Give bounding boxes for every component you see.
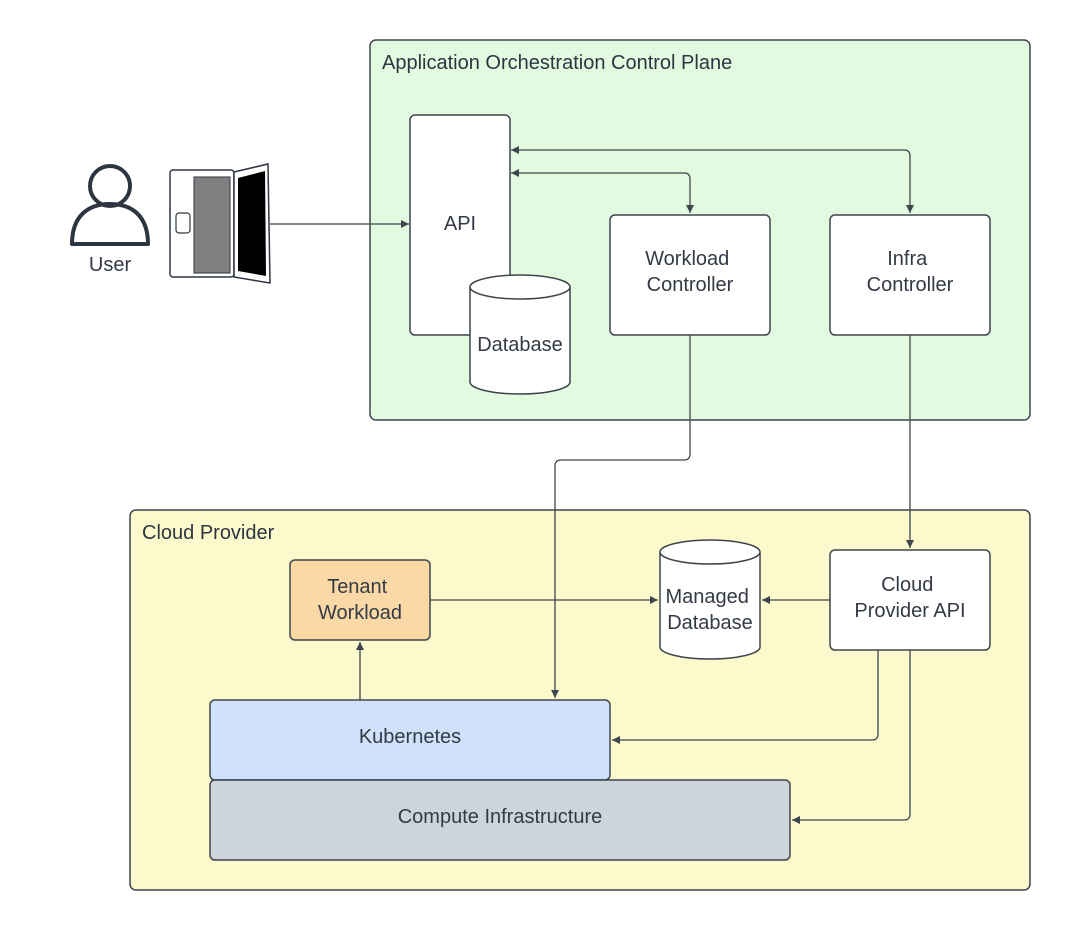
compute-infrastructure-box xyxy=(209,779,791,861)
cloud-api-to-kubernetes-arrow xyxy=(612,650,879,744)
database-cylinder xyxy=(469,274,571,395)
control-plane-title: Application Orchestration Control Plane xyxy=(382,52,732,74)
api-label: API xyxy=(444,213,476,235)
tenant-workload-box xyxy=(289,559,431,641)
user-icon xyxy=(70,164,150,246)
workload-controller-to-kubernetes-arrow xyxy=(551,335,691,698)
laptop-icon xyxy=(169,163,271,284)
cloud-provider-title: Cloud Provider xyxy=(142,522,275,544)
workload-controller-label: Workload Controller xyxy=(645,248,735,296)
user-label: User xyxy=(89,254,132,276)
database-label: Database xyxy=(477,334,563,356)
kubernetes-label: Kubernetes xyxy=(359,726,461,748)
managed-database-cylinder xyxy=(659,539,761,660)
api-infra-controller-arrow xyxy=(511,146,914,213)
managed-database-label: Managed Database xyxy=(666,586,755,634)
compute-infrastructure-label: Compute Infrastructure xyxy=(398,806,603,828)
tenant-workload-label: Tenant Workload xyxy=(318,576,402,624)
cloud-api-to-compute-arrow xyxy=(792,650,911,824)
cloud-provider-api-label: Cloud Provider API xyxy=(854,574,965,622)
infra-controller-label: Infra Controller xyxy=(867,248,954,296)
